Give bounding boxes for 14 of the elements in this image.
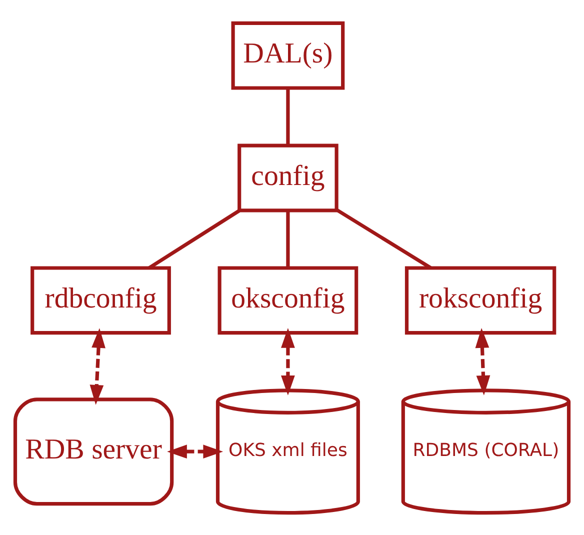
connector <box>336 208 432 269</box>
node-box: oksconfig <box>218 266 358 334</box>
connector <box>286 88 290 144</box>
node-box: roksconfig <box>404 266 556 334</box>
node-box: config <box>238 143 338 212</box>
arrow <box>475 328 490 395</box>
arrow <box>90 328 106 404</box>
arrow <box>281 328 295 395</box>
arrow <box>167 444 224 458</box>
connector <box>286 210 290 267</box>
node-box: RDB server <box>13 397 174 506</box>
node-box: rdbconfig <box>30 266 171 334</box>
connector <box>148 208 240 269</box>
node-box: DAL(s) <box>231 20 345 90</box>
